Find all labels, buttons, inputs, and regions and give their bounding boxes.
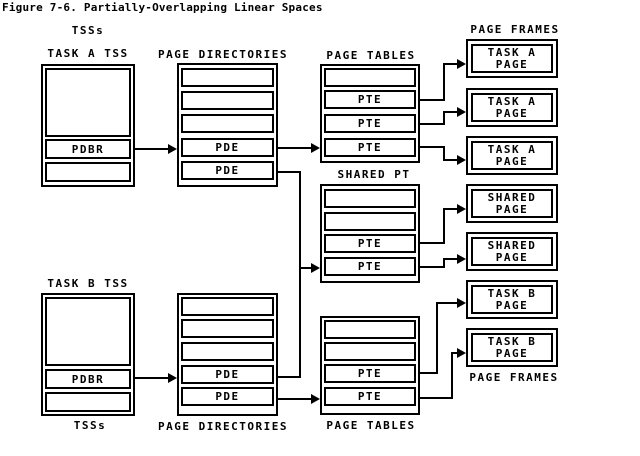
arrow-pte-s2-to-frame5 — [420, 258, 457, 268]
frame-label-line1: SHARED — [487, 190, 537, 204]
label-page-tables-top: PAGE TABLES — [326, 49, 416, 62]
frame-label-line2: PAGE — [495, 202, 529, 216]
label-tsss-bottom: TSSs — [73, 419, 107, 432]
pt-b-box: PTE PTE — [320, 316, 420, 415]
label-page-frames-top: PAGE FRAMES — [470, 23, 560, 36]
frame-label-line2: PAGE — [495, 250, 529, 264]
frame-shared-2: SHARED PAGE — [466, 232, 558, 271]
pd-a-box: PDE PDE — [177, 63, 278, 187]
pd-a-entry-2 — [181, 91, 274, 110]
frame-label-line1: TASK A — [487, 45, 537, 59]
frame-task-b-1: TASK B PAGE — [466, 280, 558, 319]
label-page-tables-bottom: PAGE TABLES — [326, 419, 416, 432]
pt-a-pte-1: PTE — [324, 90, 416, 109]
arrow-pte-b1-to-frame6 — [420, 302, 457, 374]
frame-label-line2: PAGE — [495, 298, 529, 312]
tss-a-bottom-cell — [45, 162, 131, 182]
label-page-directories-top: PAGE DIRECTORIES — [158, 48, 288, 61]
pt-a-entry-empty — [324, 68, 416, 87]
pd-b-entry-2 — [181, 319, 274, 338]
arrow-pte-s1-to-frame4 — [420, 208, 457, 244]
frame-shared-1-inner: SHARED PAGE — [471, 189, 553, 218]
frame-shared-1: SHARED PAGE — [466, 184, 558, 223]
frame-label-line1: TASK B — [487, 334, 537, 348]
frame-label-line2: PAGE — [495, 57, 529, 71]
label-tsss-top: TSSs — [71, 24, 105, 37]
pt-a-box: PTE PTE PTE — [320, 64, 420, 163]
pt-shared-pte-2: PTE — [324, 257, 416, 276]
frame-label-line2: PAGE — [495, 154, 529, 168]
tss-b-free-area — [45, 297, 131, 366]
label-task-b-tss: TASK B TSS — [47, 277, 129, 290]
arrow-pte-b2-to-frame7 — [420, 352, 457, 399]
pt-shared-entry-2 — [324, 212, 416, 231]
pt-a-pte-2: PTE — [324, 114, 416, 133]
tss-b-pdbr-cell: PDBR — [45, 369, 131, 389]
frame-task-a-2: TASK A PAGE — [466, 88, 558, 127]
frame-task-a-2-inner: TASK A PAGE — [471, 93, 553, 122]
frame-task-b-2: TASK B PAGE — [466, 328, 558, 367]
pt-b-entry-2 — [324, 342, 416, 361]
line-pde-a2-pde-b1-shared — [278, 171, 301, 378]
tss-b-box: PDBR — [41, 293, 135, 416]
frame-task-a-1: TASK A PAGE — [466, 39, 558, 78]
arrow-pte-a2-to-frame2 — [420, 111, 457, 125]
pd-b-box: PDE PDE — [177, 293, 278, 416]
pd-b-entry-3 — [181, 342, 274, 361]
pt-b-pte-1: PTE — [324, 364, 416, 383]
pt-shared-box: PTE PTE — [320, 184, 420, 283]
pt-b-entry-1 — [324, 320, 416, 339]
pd-a-entry-1 — [181, 68, 274, 87]
pd-b-entry-1 — [181, 297, 274, 316]
tss-b-bottom-cell — [45, 392, 131, 412]
arrow-pte-a3-to-frame3 — [420, 146, 457, 161]
frame-label-line1: TASK B — [487, 286, 537, 300]
label-page-frames-bottom: PAGE FRAMES — [469, 371, 559, 384]
frame-label-line1: TASK A — [487, 142, 537, 156]
pt-b-pte-2: PTE — [324, 387, 416, 406]
arrowheads — [168, 59, 466, 404]
tss-a-box: PDBR — [41, 64, 135, 187]
frame-label-line1: SHARED — [487, 238, 537, 252]
frame-label-line2: PAGE — [495, 346, 529, 360]
frame-task-a-1-inner: TASK A PAGE — [471, 44, 553, 73]
pd-b-pde-2: PDE — [181, 387, 274, 406]
pd-b-pde-1: PDE — [181, 365, 274, 384]
frame-task-a-3-inner: TASK A PAGE — [471, 141, 553, 170]
tss-a-free-area — [45, 68, 131, 137]
label-shared-pt: SHARED PT — [337, 168, 411, 181]
arrow-pte-a1-to-frame1 — [420, 63, 457, 101]
tss-a-pdbr-cell: PDBR — [45, 139, 131, 159]
label-task-a-tss: TASK A TSS — [47, 47, 129, 60]
frame-label-line2: PAGE — [495, 106, 529, 120]
figure-title: Figure 7-6. Partially-Overlapping Linear… — [2, 1, 323, 14]
pd-a-pde-1: PDE — [181, 138, 274, 157]
frame-label-line1: TASK A — [487, 94, 537, 108]
frame-task-b-2-inner: TASK B PAGE — [471, 333, 553, 362]
pt-a-pte-3: PTE — [324, 138, 416, 157]
pt-shared-pte-1: PTE — [324, 234, 416, 253]
frame-task-a-3: TASK A PAGE — [466, 136, 558, 175]
label-page-directories-bottom: PAGE DIRECTORIES — [158, 420, 288, 433]
frame-task-b-1-inner: TASK B PAGE — [471, 285, 553, 314]
frame-shared-2-inner: SHARED PAGE — [471, 237, 553, 266]
pd-a-pde-2: PDE — [181, 161, 274, 180]
pd-a-entry-3 — [181, 114, 274, 133]
pt-shared-entry-1 — [324, 189, 416, 208]
